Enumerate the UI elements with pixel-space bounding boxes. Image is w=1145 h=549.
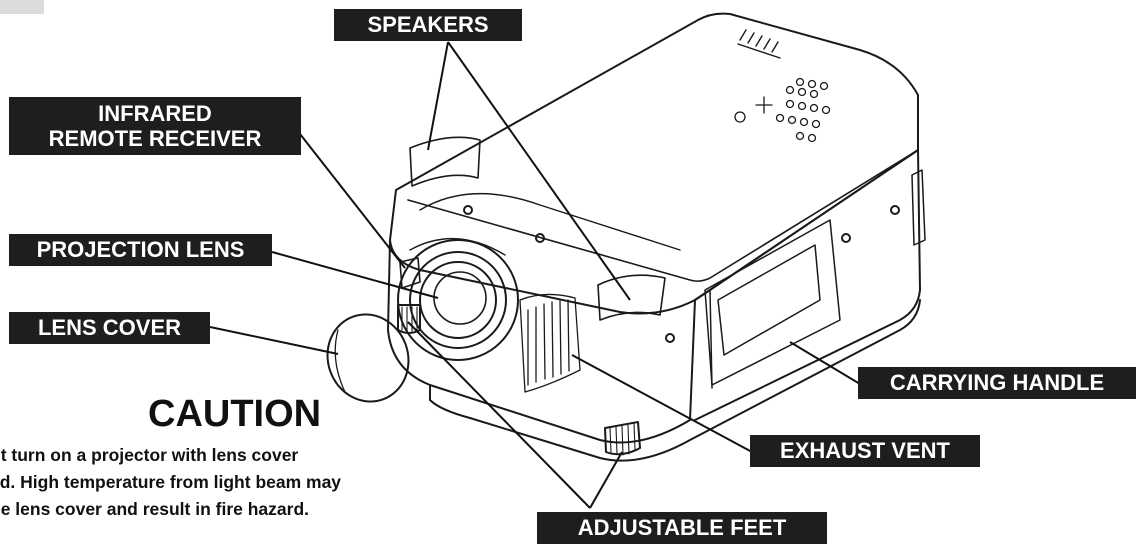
caution-line-2: ed. High temperature from light beam may: [0, 472, 342, 492]
leader-feet-left: [407, 321, 591, 509]
label-projection-lens: PROJECTION LENS: [9, 234, 272, 266]
leader-projection-lens: [271, 251, 439, 299]
projector-front-face: [387, 239, 696, 444]
label-lens-cover: LENS COVER: [9, 312, 210, 344]
lens-cover-cap: [326, 313, 410, 403]
label-infrared-remote-receiver: INFRARED REMOTE RECEIVER: [9, 97, 301, 155]
front-speaker-right: [597, 274, 666, 321]
exhaust-vent-grille: [519, 293, 581, 393]
label-infrared-line1: INFRARED: [98, 101, 212, 126]
leader-carrying-handle: [789, 341, 861, 385]
carrying-handle: [704, 219, 841, 389]
front-speaker-left: [409, 136, 481, 187]
caution-text: ot turn on a projector with lens cover e…: [0, 442, 490, 523]
projection-lens-assembly: [397, 237, 519, 361]
label-adjustable-feet: ADJUSTABLE FEET: [537, 512, 827, 544]
caution-title: CAUTION: [148, 393, 322, 435]
control-panel-buttons: [734, 77, 831, 143]
infrared-receiver-window: [399, 257, 421, 289]
label-infrared-line2: REMOTE RECEIVER: [48, 126, 262, 151]
projector-side-face: [694, 149, 921, 421]
label-carrying-handle: CARRYING HANDLE: [858, 367, 1136, 399]
caution-line-3: ge lens cover and result in fire hazard.: [0, 499, 309, 519]
page-corner-tab: [0, 0, 44, 14]
caution-line-1: ot turn on a projector with lens cover: [0, 445, 299, 465]
projector-top-surface: [389, 12, 919, 315]
leader-lens-cover: [209, 326, 339, 355]
leader-speakers-right: [447, 41, 631, 301]
leader-infrared: [299, 133, 406, 269]
speaker-grille-top: [737, 29, 781, 59]
label-speakers: SPEAKERS: [334, 9, 522, 41]
leader-speakers-left: [427, 41, 449, 151]
leader-exhaust-vent: [571, 354, 753, 453]
label-exhaust-vent: EXHAUST VENT: [750, 435, 980, 467]
leader-feet-right: [589, 451, 623, 509]
adjustable-foot-front-right: [604, 421, 641, 456]
